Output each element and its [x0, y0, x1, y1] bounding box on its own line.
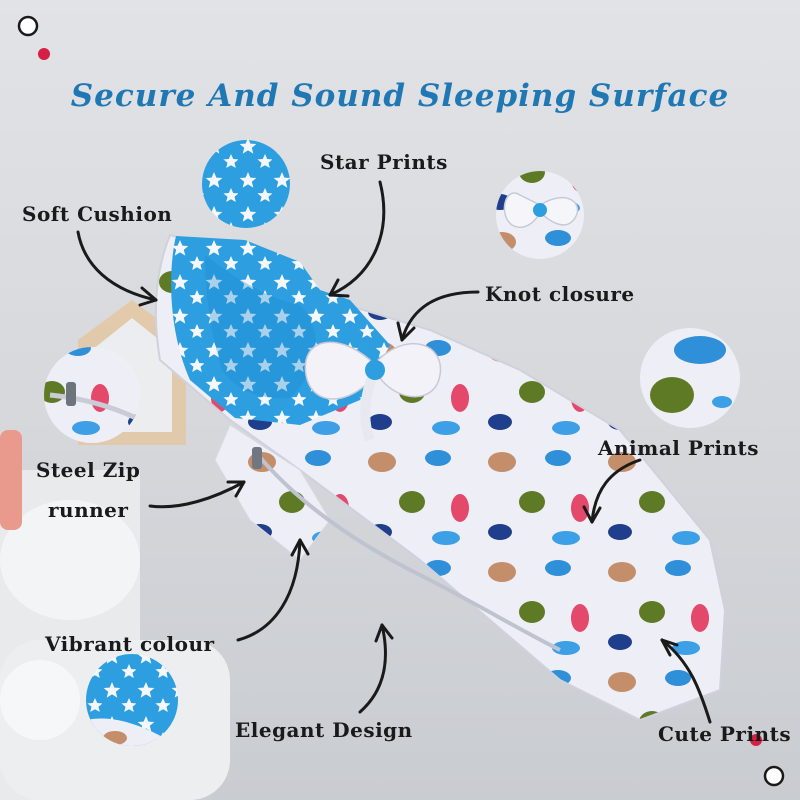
label-steel-zip: Steel Zip	[36, 458, 141, 482]
corner-dot-icon	[17, 15, 39, 37]
detail-circle-animal-prints	[640, 328, 740, 428]
arrow-vibrant-colour	[236, 538, 302, 642]
label-star-prints: Star Prints	[320, 150, 448, 174]
page-title: Secure And Sound Sleeping Surface	[70, 78, 730, 114]
label-knot-closure: Knot closure	[485, 282, 635, 306]
knot-bow-icon	[304, 341, 442, 442]
label-vibrant-colour: Vibrant colour	[45, 632, 215, 656]
arrow-cute-prints	[660, 638, 712, 724]
detail-circle-vibrant-colour	[86, 654, 178, 746]
arrow-soft-cushion	[76, 230, 158, 302]
corner-dot-icon	[750, 734, 762, 746]
corner-dot-icon	[38, 48, 50, 60]
label-elegant-design: Elegant Design	[235, 718, 413, 742]
detail-circle-zip	[44, 347, 140, 443]
zip-runner-icon	[252, 447, 262, 469]
label-runner: runner	[48, 498, 129, 522]
label-soft-cushion: Soft Cushion	[22, 202, 173, 226]
arrow-star-prints	[328, 180, 386, 297]
label-cute-prints: Cute Prints	[658, 722, 792, 746]
arrow-knot-closure	[400, 290, 480, 342]
label-animal-prints: Animal Prints	[598, 436, 760, 460]
detail-circle-star-prints	[202, 140, 290, 228]
baby-sleeping-bag	[154, 233, 727, 722]
detail-circle-knot	[496, 171, 584, 259]
arrow-steel-zip	[148, 480, 246, 509]
corner-dot-icon	[763, 765, 785, 787]
arrow-elegant-design	[358, 623, 388, 714]
arrow-animal-prints	[590, 458, 642, 524]
callout-arrows	[76, 180, 712, 724]
